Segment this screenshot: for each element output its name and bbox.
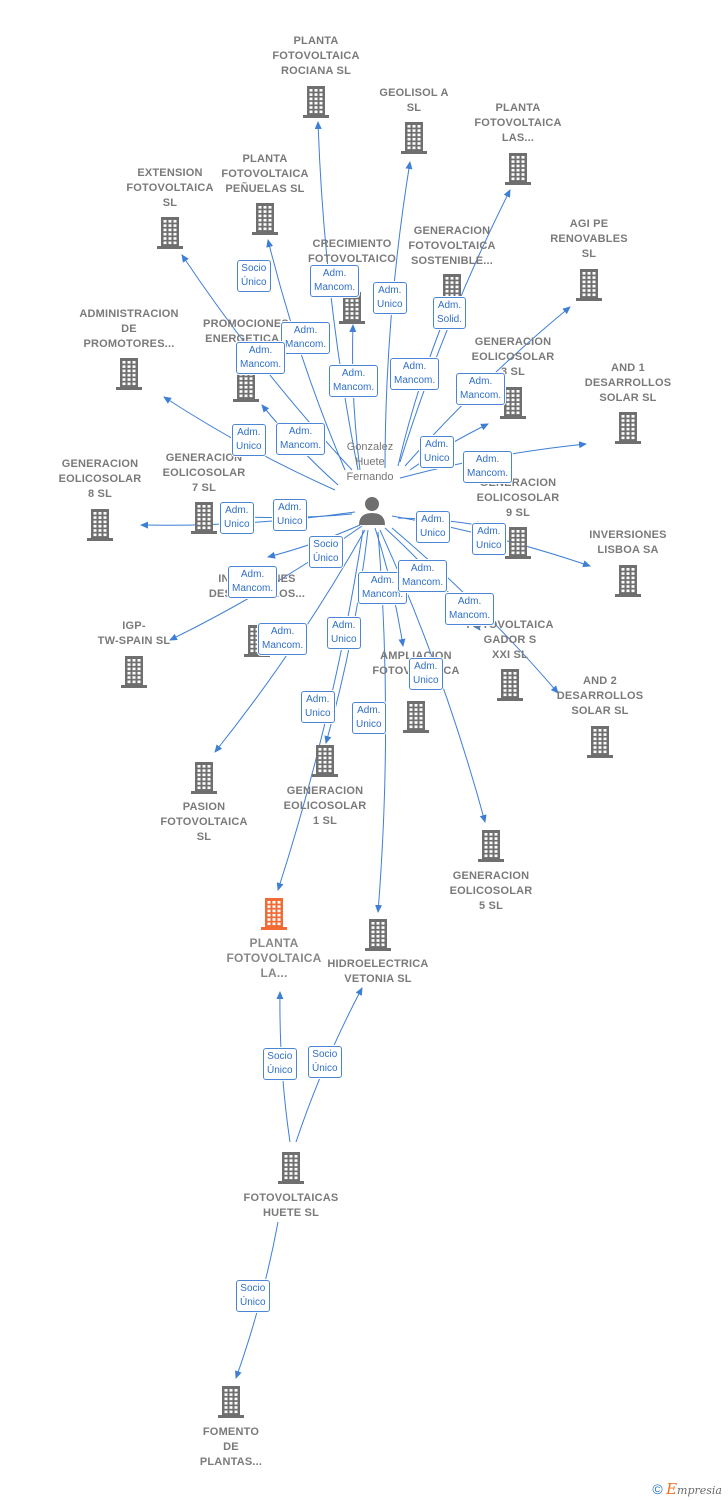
relation-badge[interactable]: Adm. Mancom. bbox=[445, 593, 495, 625]
relation-badge[interactable]: Adm. Unico bbox=[232, 424, 266, 456]
relation-badge[interactable]: Adm. Mancom. bbox=[258, 623, 308, 655]
brand-name: mpresia bbox=[677, 1484, 722, 1497]
relation-badge[interactable]: Adm. Unico bbox=[301, 691, 335, 723]
relation-badge[interactable]: Adm. Mancom. bbox=[228, 566, 278, 598]
relation-badge[interactable]: Adm. Solid. bbox=[433, 297, 467, 329]
building-icon bbox=[261, 898, 287, 930]
brand-initial: E bbox=[666, 1480, 678, 1498]
building-icon bbox=[191, 502, 217, 534]
company-label[interactable]: GENERACION EOLICOSOLAR 7 SL bbox=[162, 452, 246, 494]
company-label[interactable]: PLANTA FOTOVOLTAICA ROCIANA SL bbox=[272, 35, 360, 77]
building-icon bbox=[233, 370, 259, 402]
company-label[interactable]: AND 1 DESARROLLOS SOLAR SL bbox=[584, 362, 672, 404]
relation-badge[interactable]: Adm. Mancom. bbox=[276, 423, 326, 455]
building-icon bbox=[87, 509, 113, 541]
relation-badge[interactable]: Adm. Mancom. bbox=[390, 358, 440, 390]
company-label[interactable]: PLANTA FOTOVOLTAICA LAS... bbox=[474, 102, 562, 144]
company-label[interactable]: EXTENSION FOTOVOLTAICA SL bbox=[126, 167, 214, 209]
relation-badge[interactable]: Adm. Unico bbox=[273, 499, 307, 531]
company-label[interactable]: ADMINISTRACION DE PROMOTORES... bbox=[79, 308, 179, 350]
relation-badge[interactable]: Adm. Mancom. bbox=[463, 451, 513, 483]
company-label[interactable]: GEOLISOL A SL bbox=[379, 87, 449, 114]
building-icon bbox=[312, 745, 338, 777]
building-icon bbox=[576, 269, 602, 301]
company-label[interactable]: IGP- TW-SPAIN SL bbox=[97, 620, 171, 647]
building-icon bbox=[500, 387, 526, 419]
building-icon bbox=[157, 217, 183, 249]
building-icon bbox=[278, 1152, 304, 1184]
building-icon bbox=[505, 153, 531, 185]
building-icon bbox=[303, 86, 329, 118]
company-label[interactable]: AND 2 DESARROLLOS SOLAR SL bbox=[556, 675, 644, 717]
relation-badge[interactable]: Adm. Mancom. bbox=[456, 373, 506, 405]
relation-badge[interactable]: Socio Único bbox=[308, 1046, 342, 1078]
relation-badge[interactable]: Socio Único bbox=[309, 536, 343, 568]
building-icon bbox=[615, 412, 641, 444]
building-icon bbox=[403, 701, 429, 733]
building-icon bbox=[505, 527, 531, 559]
building-icon bbox=[497, 669, 523, 701]
company-label[interactable]: PLANTA FOTOVOLTAICA LA... bbox=[226, 936, 322, 980]
building-icon bbox=[401, 122, 427, 154]
relation-badge[interactable]: Adm. Mancom. bbox=[310, 265, 360, 297]
person-icon[interactable] bbox=[356, 494, 388, 526]
relation-badge[interactable]: Adm. Unico bbox=[220, 502, 254, 534]
relation-edge bbox=[349, 324, 361, 471]
building-icon bbox=[218, 1386, 244, 1418]
relation-badge[interactable]: Adm. Unico bbox=[416, 511, 450, 543]
company-label[interactable]: INVERSIONES LISBOA SA bbox=[589, 529, 667, 556]
copyright-icon: © bbox=[652, 1481, 663, 1497]
relation-badge[interactable]: Adm. Unico bbox=[373, 282, 407, 314]
building-icon bbox=[478, 830, 504, 862]
company-label[interactable]: GENERACION EOLICOSOLAR 1 SL bbox=[283, 785, 367, 827]
company-label[interactable]: HIDROELECTRICA VETONIA SL bbox=[327, 958, 429, 985]
company-label[interactable]: FOTOVOLTAICAS HUETE SL bbox=[243, 1192, 339, 1219]
building-icon bbox=[121, 656, 147, 688]
building-icon bbox=[615, 565, 641, 597]
relation-edge bbox=[384, 161, 413, 469]
relation-badge[interactable]: Adm. Mancom. bbox=[236, 342, 286, 374]
company-label[interactable]: CRECIMIENTO FOTOVOLTAICO bbox=[308, 238, 396, 265]
relation-badge[interactable]: Adm. Unico bbox=[420, 436, 454, 468]
building-icon bbox=[365, 919, 391, 951]
building-icon bbox=[339, 292, 365, 324]
building-icon bbox=[116, 358, 142, 390]
relation-badge[interactable]: Adm. Unico bbox=[472, 523, 506, 555]
relation-badge[interactable]: Adm. Unico bbox=[327, 617, 361, 649]
company-label[interactable]: GENERACION EOLICOSOLAR 3 SL bbox=[471, 336, 555, 378]
building-icon bbox=[252, 203, 278, 235]
relation-badge[interactable]: Socio Único bbox=[237, 260, 271, 292]
building-icon bbox=[191, 762, 217, 794]
building-icon bbox=[587, 726, 613, 758]
company-label[interactable]: PASION FOTOVOLTAICA SL bbox=[160, 801, 248, 843]
relation-badge[interactable]: Adm. Unico bbox=[352, 702, 386, 734]
brand-footer: © Empresia bbox=[652, 1480, 722, 1498]
company-label[interactable]: GENERACION EOLICOSOLAR 8 SL bbox=[58, 458, 142, 500]
relation-badge[interactable]: Adm. Mancom. bbox=[398, 560, 448, 592]
person-name[interactable]: Gonzalez Huete Fernando bbox=[346, 441, 394, 483]
relation-badge[interactable]: Adm. Mancom. bbox=[281, 322, 331, 354]
company-label[interactable]: FOMENTO DE PLANTAS... bbox=[199, 1426, 263, 1468]
relation-badge[interactable]: Socio Único bbox=[236, 1280, 270, 1312]
relation-badge[interactable]: Adm. Mancom. bbox=[329, 365, 379, 397]
relation-edge bbox=[266, 239, 346, 471]
company-label[interactable]: PLANTA FOTOVOLTAICA PEÑUELAS SL bbox=[221, 153, 309, 195]
relation-badge[interactable]: Adm. Unico bbox=[409, 658, 443, 690]
company-label[interactable]: GENERACION FOTOVOLTAICA SOSTENIBLE... bbox=[408, 225, 496, 267]
relation-badge[interactable]: Socio Único bbox=[263, 1048, 297, 1080]
company-label[interactable]: GENERACION EOLICOSOLAR 5 SL bbox=[449, 870, 533, 912]
company-label[interactable]: AGI PE RENOVABLES SL bbox=[550, 218, 628, 260]
